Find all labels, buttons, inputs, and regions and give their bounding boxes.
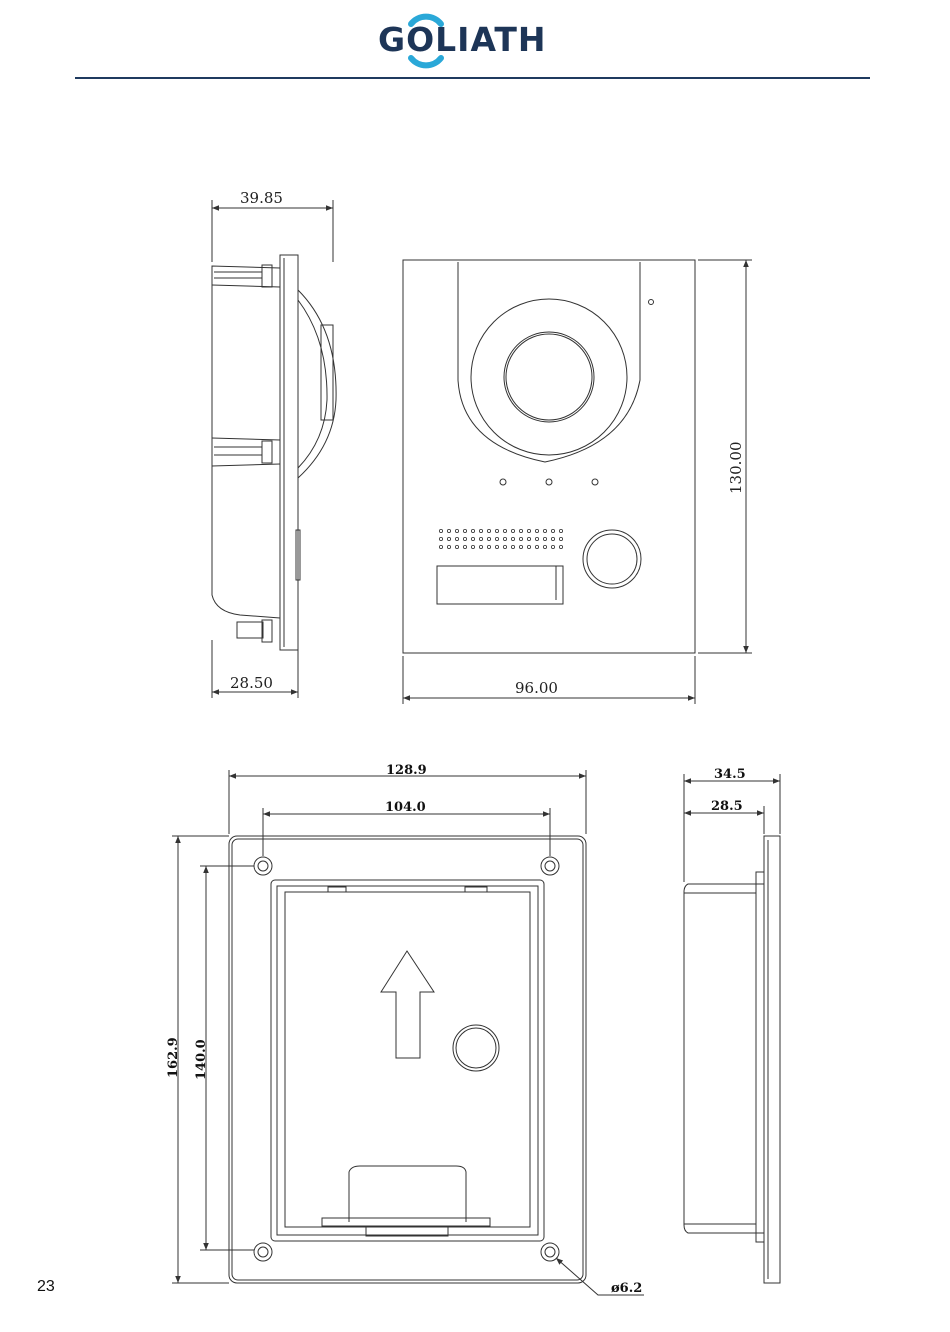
flush-box-side-view: [684, 774, 780, 1283]
dim-outer-width-label: 128.9: [386, 763, 427, 778]
dim-base-depth-label: 28.50: [230, 674, 273, 692]
dim-hole-diameter-label: ø6.2: [611, 1281, 642, 1296]
dim-box-inner-depth-label: 28.5: [711, 799, 743, 814]
front-view: [403, 260, 752, 704]
side-view: [212, 200, 336, 698]
dim-height-label: 130.00: [727, 442, 745, 495]
dim-hole-spacing-x-label: 104.0: [385, 800, 426, 815]
dim-width-label: 96.00: [515, 679, 558, 697]
flush-box-front-view: [172, 770, 644, 1295]
dim-outer-height-label: 162.9: [166, 1037, 181, 1078]
dim-depth-label: 39.85: [240, 189, 283, 207]
dim-box-depth-label: 34.5: [714, 767, 746, 782]
speaker-grille: [439, 529, 562, 548]
dim-hole-spacing-y-label: 140.0: [194, 1039, 209, 1080]
page-number: 23: [37, 1278, 55, 1296]
